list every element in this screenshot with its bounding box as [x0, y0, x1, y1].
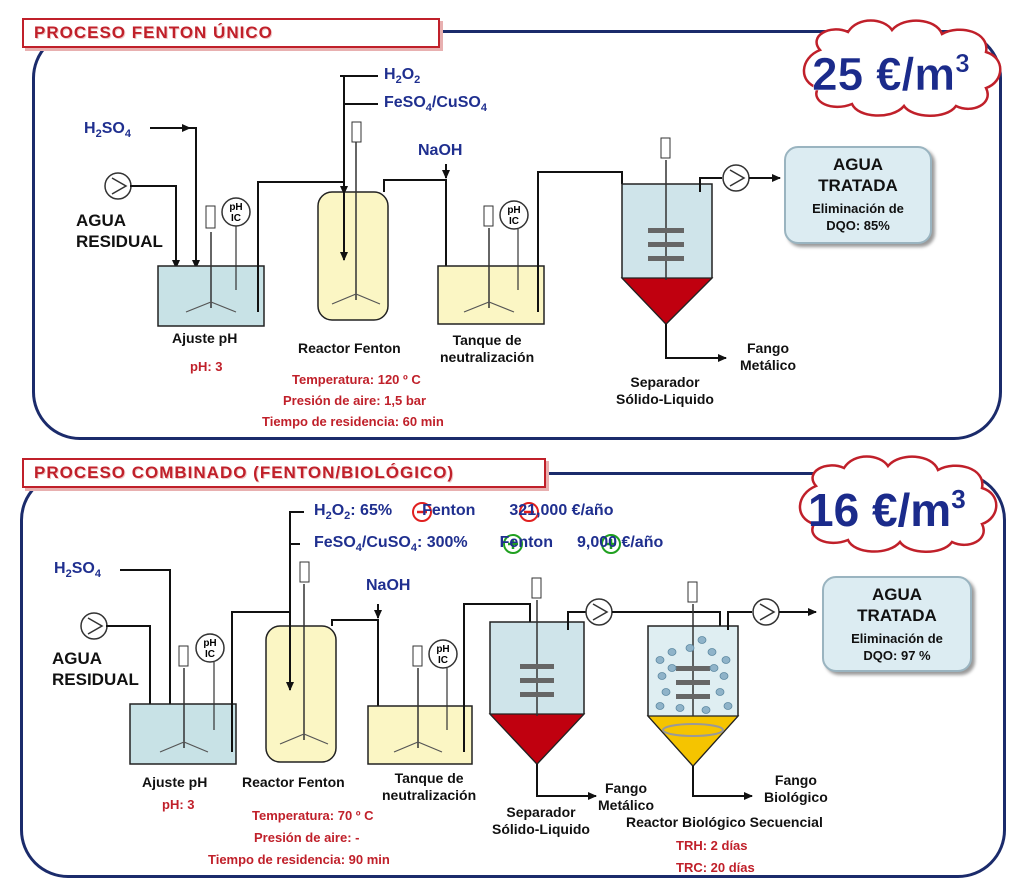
bottom-reactor-biologico-label: Reactor Biológico Secuencial: [626, 814, 823, 830]
svg-text:IC: IC: [438, 655, 448, 666]
bottom-biological-reactor: [646, 581, 753, 800]
bottom-reactor-param-3: Tiempo de residencia: 90 min: [208, 852, 390, 867]
bottom-ph-controller-2-icon: pH IC: [428, 639, 458, 730]
bottom-bio-param-2: TRC: 20 días: [676, 860, 755, 875]
h2o2-minus-icon-1: [412, 502, 432, 522]
bottom-solid-liquid-separator: [488, 577, 597, 800]
top-reactor-param-3: Tiempo de residencia: 60 min: [262, 414, 444, 429]
top-cost-sup: 3: [955, 48, 969, 78]
svg-text:pH: pH: [229, 202, 242, 213]
svg-text:IC: IC: [231, 213, 241, 224]
top-h2so4-label: H2SO4: [84, 120, 131, 140]
svg-text:25 €/m3: 25 €/m3: [812, 48, 970, 100]
bottom-bio-param-1: TRH: 2 días: [676, 838, 748, 853]
bottom-neutralization-tank: [367, 705, 473, 765]
svg-text:pH: pH: [436, 644, 449, 655]
feso4-plus-icon-2: [601, 534, 621, 554]
bottom-ph-value: pH: 3: [162, 797, 195, 812]
top-naoh-label: NaOH: [418, 142, 463, 159]
svg-text:16 €/m3: 16 €/m3: [808, 484, 966, 536]
svg-text:pH: pH: [507, 205, 520, 216]
svg-text:IC: IC: [509, 216, 519, 227]
top-h2o2-label: H2O2: [384, 66, 421, 86]
svg-text:IC: IC: [205, 649, 215, 660]
bottom-naoh-label: NaOH: [366, 577, 411, 594]
bottom-ph-adjust-tank: [129, 703, 237, 765]
bottom-process-title: PROCESO COMBINADO (FENTON/BIOLÓGICO): [22, 458, 546, 488]
top-reactor-param-1: Temperatura: 120 º C: [292, 372, 421, 387]
bottom-cost-sup: 3: [951, 484, 965, 514]
bottom-cost-value: 16 €/m: [808, 484, 951, 536]
bottom-cost-cloud: 16 €/m3: [798, 455, 998, 553]
bottom-reactor-param-2: Presión de aire: -: [254, 830, 360, 845]
top-neutralization-tank: [437, 265, 545, 325]
top-outlet-pump-icon: [722, 164, 750, 192]
bottom-mid-pump-icon: [585, 598, 613, 626]
bottom-outlet-pump-icon: [752, 598, 780, 626]
svg-text:pH: pH: [203, 638, 216, 649]
bottom-ph-controller-icon: pH IC: [195, 633, 225, 730]
top-cost-value: 25 €/m: [812, 48, 955, 100]
bottom-fenton-reactor: [265, 625, 337, 763]
top-process-title: PROCESO FENTON ÚNICO: [22, 18, 440, 48]
bottom-reactor-param-1: Temperatura: 70 º C: [252, 808, 374, 823]
bottom-reactor-label: Reactor Fenton: [242, 774, 345, 790]
top-reactor-label: Reactor Fenton: [298, 340, 401, 356]
bottom-ajuste-ph-label: Ajuste pH: [142, 774, 208, 790]
bottom-feed-pump-icon: [80, 612, 108, 640]
top-ph-value: pH: 3: [190, 359, 223, 374]
bottom-h2so4-label: H2SO4: [54, 560, 101, 580]
top-cost-cloud: 25 €/m3: [802, 19, 1002, 117]
top-fenton-reactor: [317, 191, 389, 321]
top-solid-liquid-separator: [620, 137, 727, 362]
top-feso4-label: FeSO4/CuSO4: [384, 94, 487, 114]
top-ajuste-ph-label: Ajuste pH: [172, 330, 238, 346]
h2o2-minus-icon-2: [519, 502, 539, 522]
top-ph-controller-2-icon: pH IC: [499, 200, 529, 290]
top-feed-pump-icon: [104, 172, 132, 200]
top-ph-controller-icon: pH IC: [221, 197, 251, 290]
feso4-plus-icon-1: [503, 534, 523, 554]
top-reactor-param-2: Presión de aire: 1,5 bar: [283, 393, 427, 408]
